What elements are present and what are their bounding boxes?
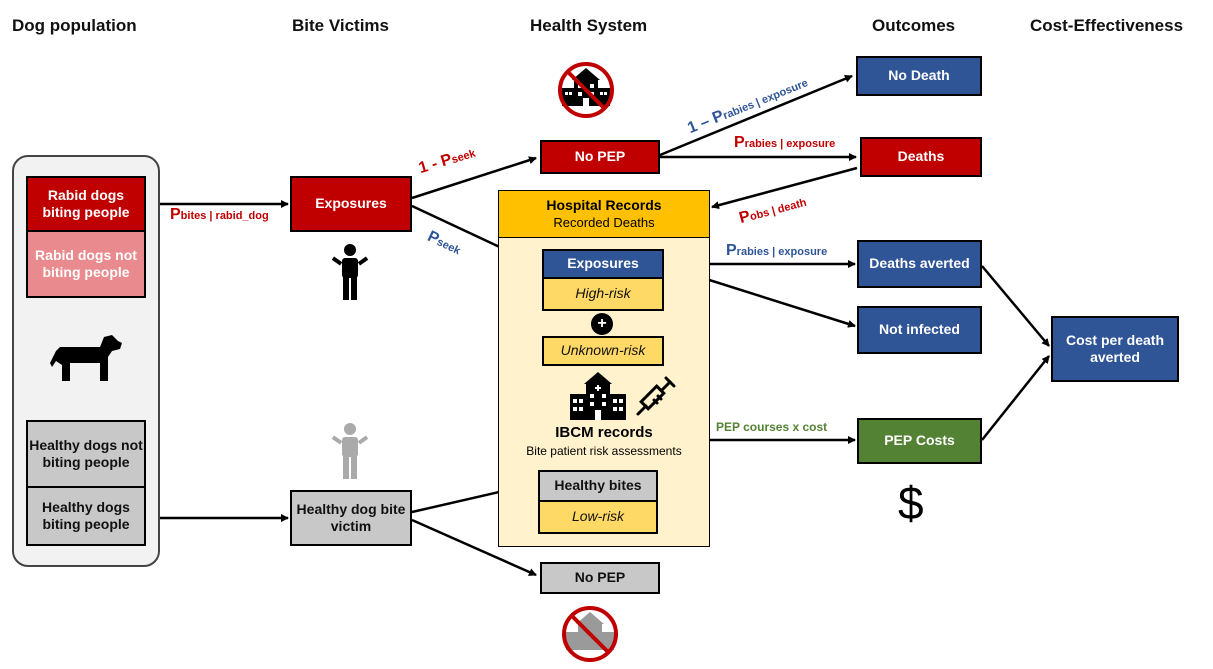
- header-health-system: Health System: [530, 16, 648, 35]
- p-bites-sub: bites | rabid_dog: [180, 210, 269, 222]
- rabid-dogs-not-biting-box: Rabid dogs not biting people: [26, 232, 146, 298]
- person-icon: [331, 244, 369, 300]
- hospital-records-header: Hospital Records Recorded Deaths: [498, 190, 710, 238]
- healthy-dogs-not-biting-box: Healthy dogs not biting people: [26, 420, 146, 488]
- rabid-dogs-biting-box: Rabid dogs biting people: [26, 176, 146, 232]
- ibcm-records-subtitle: Bite patient risk assessments: [526, 444, 682, 458]
- syringe-icon: [636, 376, 676, 416]
- plus-icon: +: [591, 313, 613, 335]
- hospital-records-title: Hospital Records: [546, 197, 662, 214]
- healthy-bites-box: Healthy bites: [538, 470, 658, 502]
- header-bite-victims: Bite Victims: [292, 16, 390, 35]
- p-rabies-red-main: P: [734, 134, 745, 151]
- arrow-averted-to-cost: [981, 265, 1050, 347]
- no-hospital-icon: [558, 62, 614, 118]
- arrow-exposures-to-nopep: [411, 156, 537, 200]
- dog-icon: [50, 335, 122, 381]
- p-rabies-red-sub: rabies | exposure: [744, 138, 836, 150]
- deaths-averted-box: Deaths averted: [857, 240, 982, 288]
- not-infected-box: Not infected: [857, 306, 982, 354]
- exposures-box: Exposures: [290, 176, 412, 232]
- p-rabies-exposure-red-label: Prabies | exposure: [734, 134, 835, 152]
- p-bites-rabid-dog-label: Pbites | rabid_dog: [170, 206, 269, 224]
- hospital-exposures-box: Exposures: [542, 249, 664, 279]
- no-hospital-icon-grey: [562, 606, 618, 662]
- hospital-records-subtitle: Recorded Deaths: [553, 214, 655, 230]
- p-rabies-blue-sub: rabies | exposure: [736, 246, 828, 258]
- no-pep-top-box: No PEP: [540, 140, 660, 174]
- low-risk-box: Low-risk: [538, 502, 658, 534]
- deaths-box: Deaths: [860, 137, 982, 177]
- pep-courses-label: PEP courses x cost: [716, 420, 828, 434]
- p-rabies-blue-main: P: [726, 242, 737, 259]
- arrow-nopep-to-nodeath: [659, 74, 853, 157]
- no-pep-bottom-box: No PEP: [540, 562, 660, 594]
- header-cost-effectiveness: Cost-Effectiveness: [1030, 16, 1184, 35]
- pep-costs-box: PEP Costs: [857, 418, 982, 464]
- no-death-box: No Death: [856, 56, 982, 96]
- p-rabies-exposure-blue-label: Prabies | exposure: [726, 242, 827, 260]
- ibcm-records-title: IBCM records: [555, 424, 653, 441]
- arrow-victim-to-nopep-bottom: [411, 518, 537, 577]
- healthy-dogs-biting-box: Healthy dogs biting people: [26, 488, 146, 546]
- unknown-risk-box: Unknown-risk: [542, 336, 664, 366]
- dollar-icon: $: [898, 477, 924, 529]
- person-icon-grey: [331, 423, 369, 479]
- high-risk-box: High-risk: [542, 279, 664, 311]
- healthy-dog-bite-victim-box: Healthy dog bite victim: [290, 490, 412, 546]
- hospital-icon: [570, 372, 626, 420]
- cost-per-death-averted-box: Cost per death averted: [1051, 316, 1179, 382]
- p-bites-main: P: [170, 206, 181, 223]
- header-outcomes: Outcomes: [872, 16, 956, 35]
- arrow-pepcosts-to-cost: [981, 355, 1050, 441]
- header-dog-population: Dog population: [12, 16, 137, 35]
- arrow-deaths-to-hospital: [711, 166, 858, 210]
